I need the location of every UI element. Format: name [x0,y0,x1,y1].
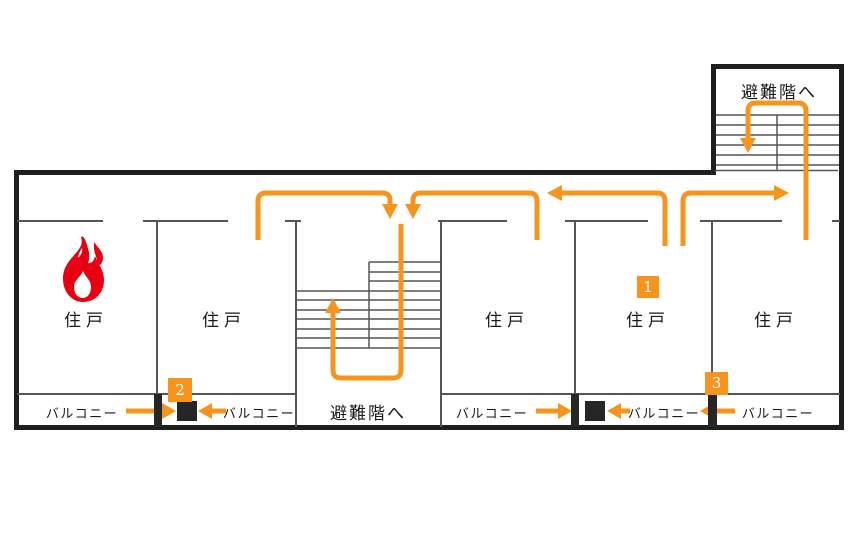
route-center-staircase-descent [330,224,404,381]
balcony-label-3: バルコニー [455,407,529,422]
balcony-label-4: バルコニー [627,407,701,422]
center-staircase [296,261,441,349]
route-badge-2: 2 [168,378,192,402]
center-stair-label: 避難階へ [330,404,406,424]
evacuation-hatch-2 [585,401,605,421]
arrowhead-down-left-icon [382,204,398,219]
fire-icon [63,236,104,302]
outer-walls [14,64,844,430]
unit-label-3: 住戸 [485,311,529,331]
arrowhead-left-icon [547,185,562,201]
unit-label-2: 住戸 [202,311,246,331]
partition-board-2 [571,394,579,427]
unit-label-4: 住戸 [626,311,670,331]
balcony-partitions [154,394,717,427]
route-badge-3: 3 [705,372,728,395]
balcony-arrowhead-left-1-icon [198,403,212,419]
arrowhead-center-stair-up-icon [325,298,341,313]
upper-stair-label: 避難階へ [741,83,817,103]
route-unit4-right [680,190,774,246]
route-arrowheads [325,138,789,313]
upper-staircase [715,114,839,172]
route-unit4-left [562,190,668,246]
route-upper-staircase-descent [745,100,809,240]
balcony-label-5: バルコニー [741,407,815,422]
balcony-arrowhead-right-1-icon [162,403,176,419]
balcony-label-2: バルコニー [222,407,296,422]
evacuation-hatch-1 [177,401,197,421]
balcony-label-1: バルコニー [45,407,119,422]
arrowhead-upper-stair-down-icon [740,138,756,153]
unit-label-1: 住戸 [64,311,108,331]
route-unit2-to-center-stair [255,190,393,240]
route-badge-1: 1 [637,276,659,298]
unit-partition-walls [156,221,713,427]
arrowhead-right-icon [774,185,789,201]
partition-board-3 [708,394,717,427]
balcony-arrowhead-right-2-icon [558,403,572,419]
route-unit3-to-center-stair [410,190,540,240]
evacuation-routes [255,100,809,381]
balcony-arrowhead-left-2-icon [607,403,621,419]
partition-board-1 [154,394,162,427]
arrowhead-down-right-icon [405,204,421,219]
unit-label-5: 住戸 [754,311,798,331]
